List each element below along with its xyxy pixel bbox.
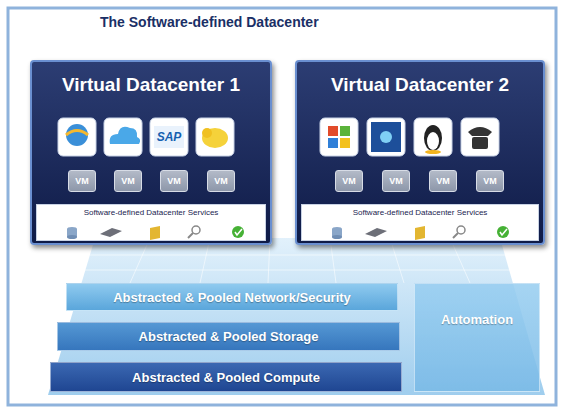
vm-box: VM (160, 170, 188, 192)
vm-box: VM (207, 170, 235, 192)
virtual-datacenter: Virtual Datacenter 1 VM VM VM VM Software-def… (30, 60, 272, 245)
automation-band: Automation (414, 283, 540, 392)
node-text: VM (389, 176, 403, 186)
diagram-title: The Software-defined Datacenter (100, 14, 319, 30)
pool-platform (48, 238, 545, 395)
node-text: Abstracted & Pooled Storage (139, 329, 319, 344)
logo-label: SAP (150, 118, 188, 156)
node-text: VM (121, 176, 135, 186)
vm-box: VM (476, 170, 504, 192)
services-bar: Software-defined Datacenter Services (301, 204, 539, 241)
services-bar: Software-defined Datacenter Services (36, 204, 266, 241)
vm-box: VM (68, 170, 96, 192)
node-text: Abstracted & Pooled Network/Security (113, 290, 351, 305)
vm-box: VM (114, 170, 142, 192)
node-text: Virtual Datacenter 1 (32, 74, 270, 96)
vm-box: VM (335, 170, 363, 192)
node-text: VM (436, 176, 450, 186)
node-text: VM (75, 176, 89, 186)
node-text: Virtual Datacenter 2 (297, 74, 543, 96)
node-text: VM (483, 176, 497, 186)
network-layer: Abstracted & Pooled Network/Security (66, 283, 398, 311)
compute-layer: Abstracted & Pooled Compute (50, 362, 402, 392)
outer-frame (8, 8, 556, 405)
node-text: Abstracted & Pooled Compute (132, 370, 320, 385)
node-text: Software-defined Datacenter Services (37, 208, 265, 217)
vm-box: VM (382, 170, 410, 192)
node-text: Automation (441, 312, 513, 327)
storage-layer: Abstracted & Pooled Storage (57, 322, 400, 351)
node-text: Software-defined Datacenter Services (302, 208, 538, 217)
node-text: VM (167, 176, 181, 186)
node-text: VM (214, 176, 228, 186)
virtual-datacenter: Virtual Datacenter 2 VM VM VM VM Software-def… (295, 60, 545, 245)
node-text: VM (342, 176, 356, 186)
vm-box: VM (429, 170, 457, 192)
